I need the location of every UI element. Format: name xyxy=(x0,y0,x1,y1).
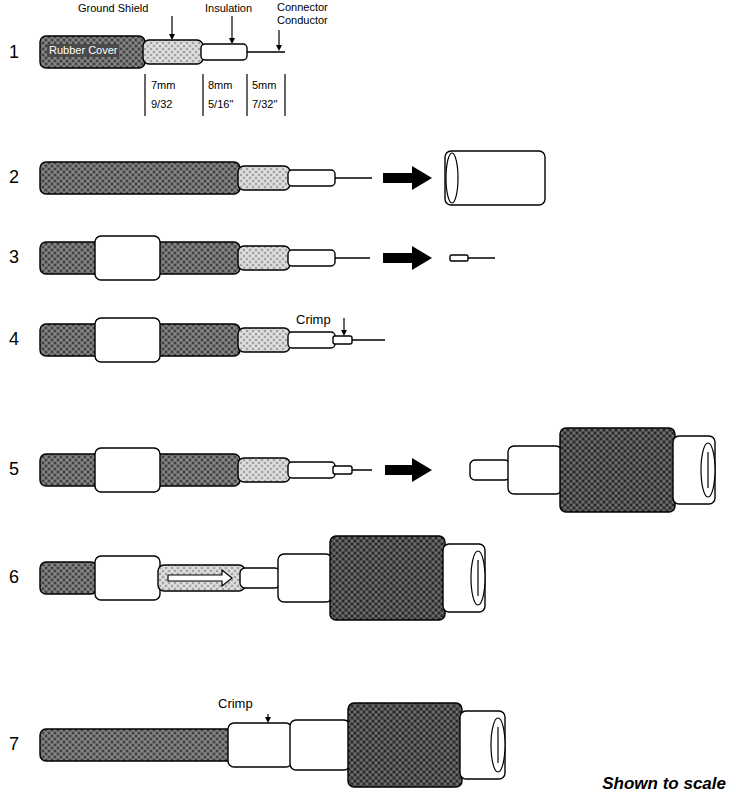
step-number: 6 xyxy=(9,567,19,588)
dimension: 9/32 xyxy=(151,98,172,111)
dimension-tick xyxy=(144,74,145,116)
connector-body xyxy=(278,554,332,602)
step-number: 3 xyxy=(9,247,19,268)
coupling-nut xyxy=(330,536,445,620)
crimp-ferrule xyxy=(228,723,292,767)
dimension: 5/16" xyxy=(208,98,233,111)
dimension-tick xyxy=(202,74,203,116)
ferrule-end xyxy=(446,153,458,203)
insulation xyxy=(288,462,335,478)
connector-face-ring xyxy=(471,551,485,605)
coupling-nut xyxy=(560,428,675,512)
connector-face xyxy=(673,436,715,504)
ground-shield xyxy=(238,246,290,270)
scale-note: Shown to scale xyxy=(602,774,726,794)
connector-body xyxy=(508,446,562,494)
connector-face-pin xyxy=(707,452,708,488)
rubber-cover xyxy=(40,562,97,594)
ground-shield xyxy=(158,565,245,591)
center-conductor xyxy=(335,257,370,259)
center-pin xyxy=(450,255,468,261)
crimp-ferrule xyxy=(95,318,160,362)
leader-arrowhead xyxy=(229,38,235,44)
step-number: 2 xyxy=(9,167,19,188)
step-number: 1 xyxy=(9,42,19,63)
part-name: Rubber Cover xyxy=(47,44,119,57)
leader-line xyxy=(343,318,344,331)
coupling-nut xyxy=(348,703,462,787)
ground-shield xyxy=(238,458,290,482)
dimension: 8mm xyxy=(208,79,232,92)
center-conductor xyxy=(247,51,285,53)
leader-line xyxy=(278,30,279,46)
crimp-ferrule xyxy=(95,236,160,280)
insulation xyxy=(288,250,335,266)
dimension-tick xyxy=(284,74,285,116)
leader-arrowhead xyxy=(276,45,282,51)
leader-arrowhead xyxy=(265,717,271,723)
ground-shield xyxy=(238,166,290,190)
center-pin xyxy=(333,336,352,344)
crimp-ferrule xyxy=(95,556,160,600)
part-name: Insulation xyxy=(205,2,252,15)
rubber-cover xyxy=(40,729,235,761)
connector-face xyxy=(443,544,485,612)
insulation xyxy=(288,332,335,348)
dimension: 5mm xyxy=(252,79,276,92)
leader-arrowhead xyxy=(341,330,347,336)
dimension: 7/32" xyxy=(252,98,277,111)
crimp-ferrule xyxy=(95,448,160,492)
crimp-ferrule xyxy=(445,151,545,205)
rubber-cover xyxy=(40,162,240,194)
dimension-tick xyxy=(246,74,247,116)
part-name: Connector Conductor xyxy=(277,1,335,26)
connector-stub xyxy=(470,460,510,480)
insulation xyxy=(288,170,335,186)
connector-stub xyxy=(240,568,280,588)
slide-arrow xyxy=(168,570,232,586)
connector-face xyxy=(460,711,505,779)
ground-shield xyxy=(143,40,203,64)
callout: Crimp xyxy=(296,313,331,328)
connector-face-ring xyxy=(491,718,505,772)
insulation xyxy=(201,44,247,60)
center-pin xyxy=(333,466,352,474)
leader-line xyxy=(171,16,172,35)
connector-face-pin xyxy=(477,560,478,596)
connector-body xyxy=(290,720,350,770)
step-arrow xyxy=(383,166,432,190)
part-name: Ground Shield xyxy=(78,2,148,15)
center-conductor xyxy=(335,177,372,179)
leader-arrowhead xyxy=(169,34,175,40)
step-number: 7 xyxy=(9,734,19,755)
leader-line xyxy=(231,16,232,39)
rubber-cover xyxy=(40,36,145,68)
dimension: 7mm xyxy=(151,79,175,92)
step-arrow xyxy=(383,246,432,270)
step-number: 4 xyxy=(9,329,19,350)
connector-face-ring xyxy=(701,443,715,497)
connector-face-pin xyxy=(497,727,498,763)
step-arrow xyxy=(385,458,432,482)
ground-shield xyxy=(238,328,290,352)
callout: Crimp xyxy=(218,697,253,712)
step-number: 5 xyxy=(9,459,19,480)
